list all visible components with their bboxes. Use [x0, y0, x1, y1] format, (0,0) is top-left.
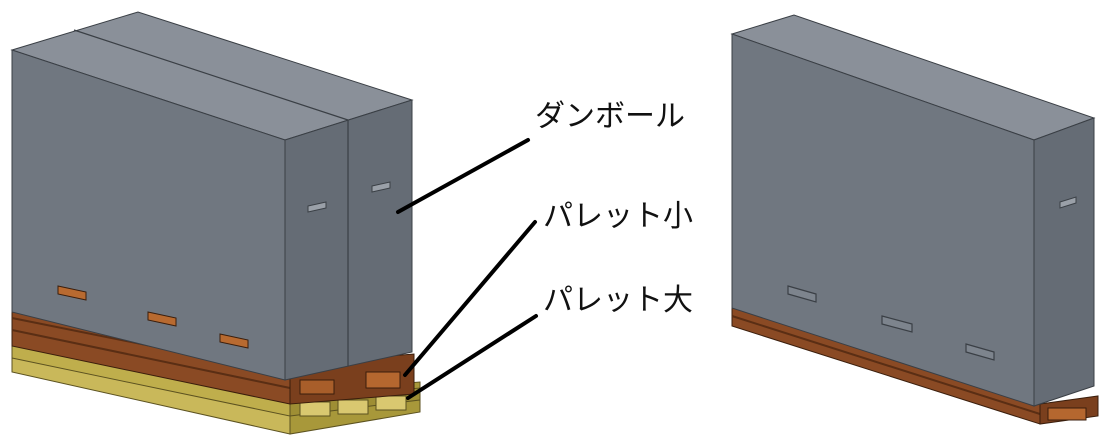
- callout-line-pallet-large: [406, 314, 538, 400]
- label-pallet-large: パレット大: [543, 283, 693, 318]
- cardboard-box-right: [730, 14, 1096, 407]
- callout-lines: [396, 138, 538, 400]
- cardboard-box-left: [10, 11, 414, 381]
- label-cardboard: ダンボール: [535, 99, 685, 134]
- callout-line-pallet-small: [403, 220, 537, 377]
- callout-line-cardboard: [396, 138, 530, 214]
- right-assembly: [730, 14, 1099, 425]
- left-assembly: [10, 11, 421, 435]
- pallet-small-right: [731, 305, 1099, 425]
- label-pallet-small: パレット小: [543, 199, 693, 234]
